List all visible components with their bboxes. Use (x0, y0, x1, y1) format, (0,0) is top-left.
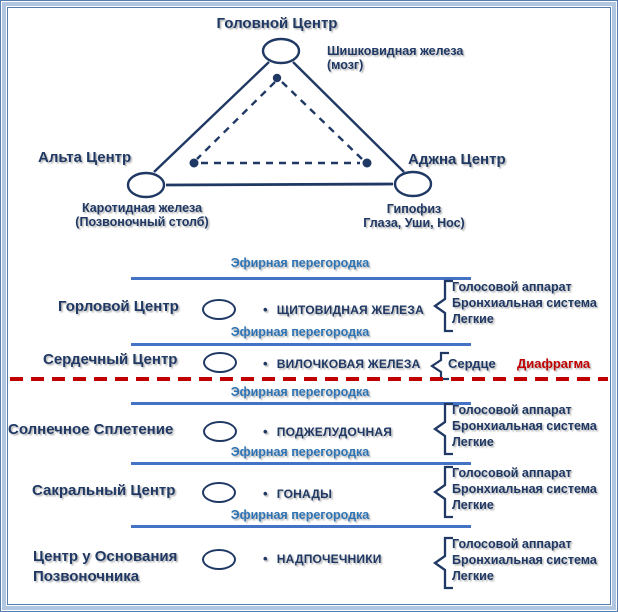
etheric-partition-label-5: Эфирная перегородка (230, 508, 370, 522)
diaphragm-label: Диафрагма (517, 356, 591, 371)
heart-center-label: Сердечный Центр (43, 351, 178, 368)
bullet-icon: • (263, 302, 268, 317)
bullet-icon: • (263, 356, 268, 371)
sacral-center-label: Сакральный Центр (32, 482, 176, 499)
base-gland-label: •НАДПОЧЕЧНИКИ (263, 551, 382, 566)
solar-organs-group: Голосовой аппарат Бронхиальная система Л… (432, 402, 597, 456)
triangle-right-edge (292, 61, 405, 173)
etheric-partition-label-2: Эфирная перегородка (230, 325, 370, 339)
ajna-center-label: Аджна Центр (408, 151, 506, 168)
solar-gland-label: •ПОДЖЕЛУДОЧНАЯ (263, 424, 393, 439)
alta-center-label: Альта Центр (38, 149, 132, 166)
pituitary-gland-label: Гипофиз Глаза, Уши, Нос) (363, 202, 465, 230)
diaphragm-dashed-line (10, 377, 608, 381)
solar-plexus-ellipse (203, 421, 237, 442)
bullet-icon: • (263, 551, 268, 566)
inner-dashed-triangle (196, 81, 363, 165)
heart-organ-label: Сердце (448, 356, 496, 371)
sacral-gland-label: •ГОНАДЫ (263, 486, 333, 501)
dashed-triangle-vertex-dots (189, 73, 372, 168)
throat-center-ellipse (202, 299, 236, 320)
pineal-gland-label: Шишковидная железа (мозг) (327, 44, 464, 72)
bracket-arrow-icon (432, 402, 453, 456)
throat-organs-group: Голосовой аппарат Бронхиальная система Л… (432, 279, 597, 333)
ajna-center-ellipse (393, 170, 433, 198)
base-center-label: Центр у Основания Позвоночника (33, 548, 178, 585)
heart-gland-label: •ВИЛОЧКОВАЯ ЖЕЛЕЗА (263, 356, 421, 371)
bullet-icon: • (263, 424, 268, 439)
etheric-partition-label-3: Эфирная перегородка (230, 385, 370, 399)
triangle-bottom-edge (165, 182, 394, 187)
heart-center-ellipse (203, 352, 237, 373)
etheric-partition-label-4: Эфирная перегородка (230, 445, 370, 459)
throat-center-label: Горловой Центр (58, 298, 179, 315)
etheric-partition-line-2 (131, 343, 471, 346)
bracket-arrow-icon (432, 536, 453, 590)
etheric-partition-line-5 (131, 525, 471, 528)
base-organs-group: Голосовой аппарат Бронхиальная система Л… (432, 536, 597, 590)
throat-gland-label: •ЩИТОВИДНАЯ ЖЕЛЕЗА (263, 302, 424, 317)
sacral-organs-group: Голосовой аппарат Бронхиальная система Л… (432, 465, 597, 519)
bullet-icon: • (263, 486, 268, 501)
sacral-center-ellipse (202, 482, 236, 503)
head-center-label: Головной Центр (216, 15, 338, 32)
etheric-partition-line-3 (131, 402, 471, 405)
head-center-ellipse (261, 37, 301, 65)
etheric-partition-line-1 (131, 277, 471, 280)
head-triangle-figure (126, 37, 433, 199)
triangle-left-edge (153, 61, 270, 173)
etheric-partition-label-1: Эфирная перегородка (230, 256, 370, 270)
solar-plexus-label: Солнечное Сплетение (8, 421, 174, 438)
etheric-partition-line-4 (131, 462, 471, 465)
base-center-ellipse (202, 549, 236, 570)
alta-center-ellipse (126, 171, 166, 199)
bracket-arrow-icon (432, 465, 453, 519)
bracket-arrow-icon (432, 279, 453, 333)
carotid-gland-label: Каротидная железа (Позвоночный столб) (75, 201, 209, 229)
